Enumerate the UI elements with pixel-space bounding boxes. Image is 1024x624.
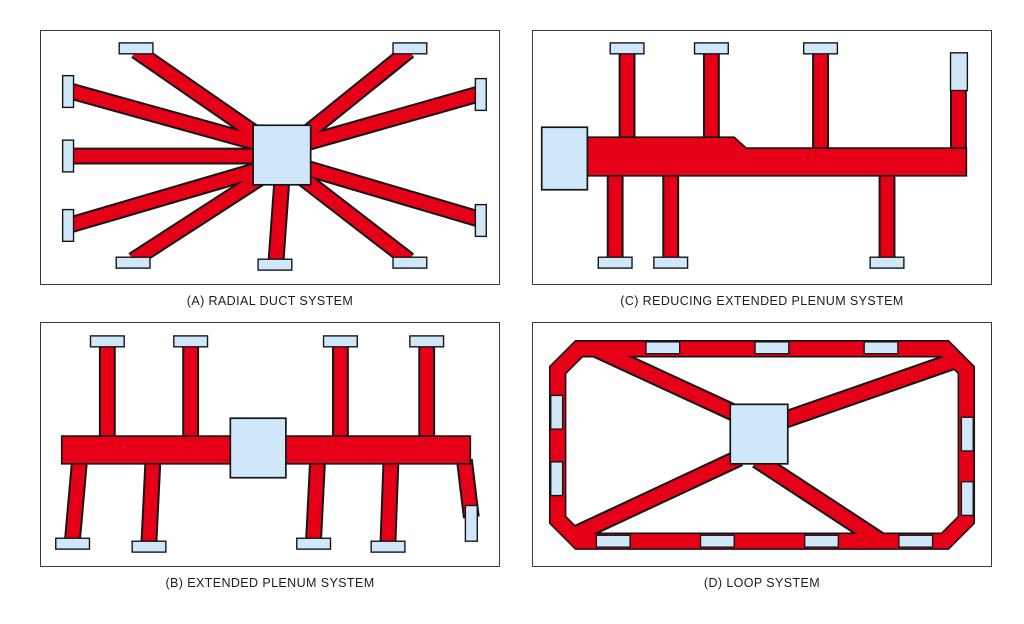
central-plenum-box (229, 417, 287, 479)
register (392, 256, 428, 269)
register (960, 480, 974, 517)
register (61, 208, 75, 243)
register (597, 256, 633, 269)
panel-radial-duct-system (40, 30, 500, 285)
register (61, 139, 75, 173)
register (115, 256, 151, 269)
register (754, 341, 790, 355)
register (645, 341, 681, 355)
supply-registers (550, 341, 974, 548)
loop-system-diagram (548, 340, 976, 550)
register (803, 534, 840, 548)
supply-registers (61, 42, 487, 271)
register (693, 42, 729, 55)
panel-extended-plenum (40, 322, 500, 567)
reducing-extended-plenum-diagram (540, 42, 969, 269)
register (173, 335, 209, 348)
register (409, 335, 445, 348)
register (869, 256, 905, 269)
register (802, 42, 839, 55)
panel-loop-system (532, 322, 992, 567)
register (474, 203, 487, 238)
reducing-trunk-duct (586, 136, 968, 177)
central-plenum-box (729, 403, 789, 465)
register (653, 256, 689, 269)
central-plenum-box (252, 124, 312, 186)
register (595, 534, 631, 548)
register (296, 537, 332, 550)
register (131, 540, 167, 553)
connector-duct-runs (570, 342, 957, 548)
register (55, 537, 91, 550)
caption-extended-plenum: (B) EXTENDED PLENUM SYSTEM (165, 576, 375, 590)
radial-duct-diagram (61, 42, 487, 271)
register (89, 335, 125, 348)
register (550, 394, 564, 430)
extended-plenum-diagram (55, 335, 480, 553)
caption-loop-system: (D) LOOP SYSTEM (703, 576, 821, 590)
register (960, 416, 974, 452)
register (550, 461, 564, 497)
radial-duct-runs (66, 45, 483, 266)
register (322, 335, 358, 348)
register (699, 534, 735, 548)
panel-reducing-extended-plenum (532, 30, 992, 285)
supply-registers (55, 335, 478, 553)
register (464, 504, 478, 542)
register (118, 42, 154, 55)
supply-plenum-box (540, 126, 589, 191)
branch-duct-runs (66, 346, 478, 542)
register (609, 42, 645, 55)
register (392, 42, 428, 55)
register (949, 52, 969, 92)
register (257, 258, 293, 271)
register (370, 540, 406, 553)
caption-radial-duct-system: (A) RADIAL DUCT SYSTEM (186, 294, 354, 308)
register (863, 341, 899, 355)
supply-registers (597, 42, 969, 269)
register (61, 74, 75, 109)
register (474, 77, 487, 112)
register (898, 534, 934, 548)
caption-reducing-extended-plenum: (C) REDUCING EXTENDED PLENUM SYSTEM (620, 294, 904, 308)
